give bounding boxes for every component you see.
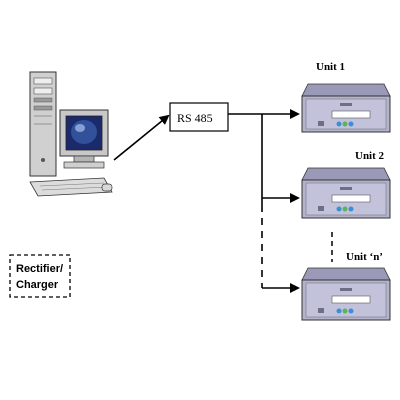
rs485-converter: RS 485 bbox=[169, 102, 229, 132]
monitor-icon bbox=[59, 109, 109, 169]
unit-1-label: Unit 1 bbox=[316, 61, 345, 73]
rectifier-label: Rectifier/ bbox=[16, 263, 63, 275]
rectifier-charger-box: Rectifier/ Charger bbox=[9, 254, 71, 298]
unit-2-label: Unit 2 bbox=[355, 150, 385, 162]
unit-n-panel bbox=[301, 267, 391, 321]
computer-icon bbox=[29, 71, 113, 197]
keyboard-icon bbox=[29, 177, 113, 197]
unit-n-label: Unit ‘n’ bbox=[346, 251, 383, 263]
rs485-label: RS 485 bbox=[177, 111, 213, 125]
pc-to-converter-arrow bbox=[113, 114, 170, 161]
unit-2-panel bbox=[301, 167, 391, 219]
unit-1-panel bbox=[301, 83, 391, 133]
charger-label: Charger bbox=[16, 279, 59, 291]
